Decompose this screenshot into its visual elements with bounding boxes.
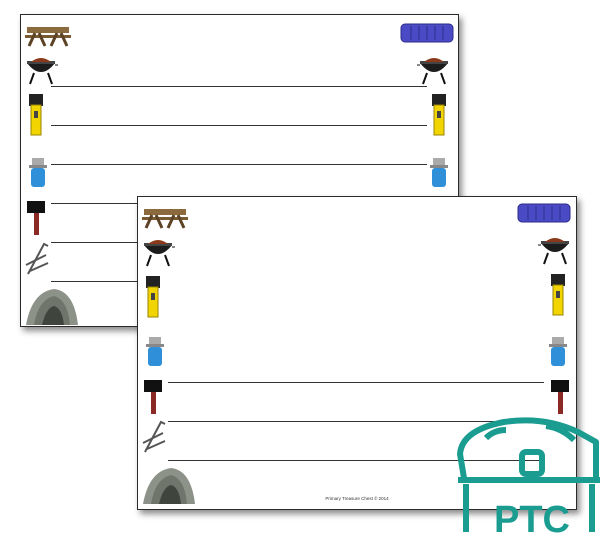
tent-icon: [141, 465, 197, 505]
ptc-logo: PTC: [446, 408, 600, 538]
flashlight-icon: [550, 273, 566, 317]
logo-text: PTC: [494, 499, 570, 533]
camping-gas-stove-icon: [429, 156, 449, 188]
barbecue-grill-icon: [24, 53, 58, 85]
flashlight-icon: [431, 93, 447, 137]
tent-pegs-icon: [24, 241, 50, 275]
mallet-icon: [550, 379, 570, 415]
flashlight-icon: [28, 93, 44, 137]
camping-gas-stove-icon: [28, 156, 48, 188]
picnic-table-icon: [142, 203, 188, 229]
writing-line: [51, 86, 427, 87]
camping-gas-stove-icon: [548, 335, 568, 367]
picnic-table-icon: [25, 21, 71, 47]
writing-line: [51, 125, 427, 126]
air-mattress-icon: [399, 21, 455, 45]
air-mattress-icon: [516, 201, 572, 225]
mallet-icon: [143, 379, 163, 415]
tent-icon: [24, 286, 80, 326]
barbecue-grill-icon: [141, 235, 175, 267]
writing-line: [168, 421, 544, 422]
flashlight-icon: [145, 275, 161, 319]
camping-gas-stove-icon: [145, 335, 165, 367]
barbecue-grill-icon: [417, 53, 451, 85]
writing-line: [168, 460, 544, 461]
barbecue-grill-icon: [538, 233, 572, 265]
copyright-footer: Primary Treasure Chest © 2014: [325, 496, 389, 501]
mallet-icon: [26, 200, 46, 236]
writing-line: [51, 164, 427, 165]
tent-pegs-icon: [141, 419, 167, 453]
writing-line: [168, 382, 544, 383]
front-worksheet: Primary Treasure Chest © 2014: [137, 196, 577, 510]
